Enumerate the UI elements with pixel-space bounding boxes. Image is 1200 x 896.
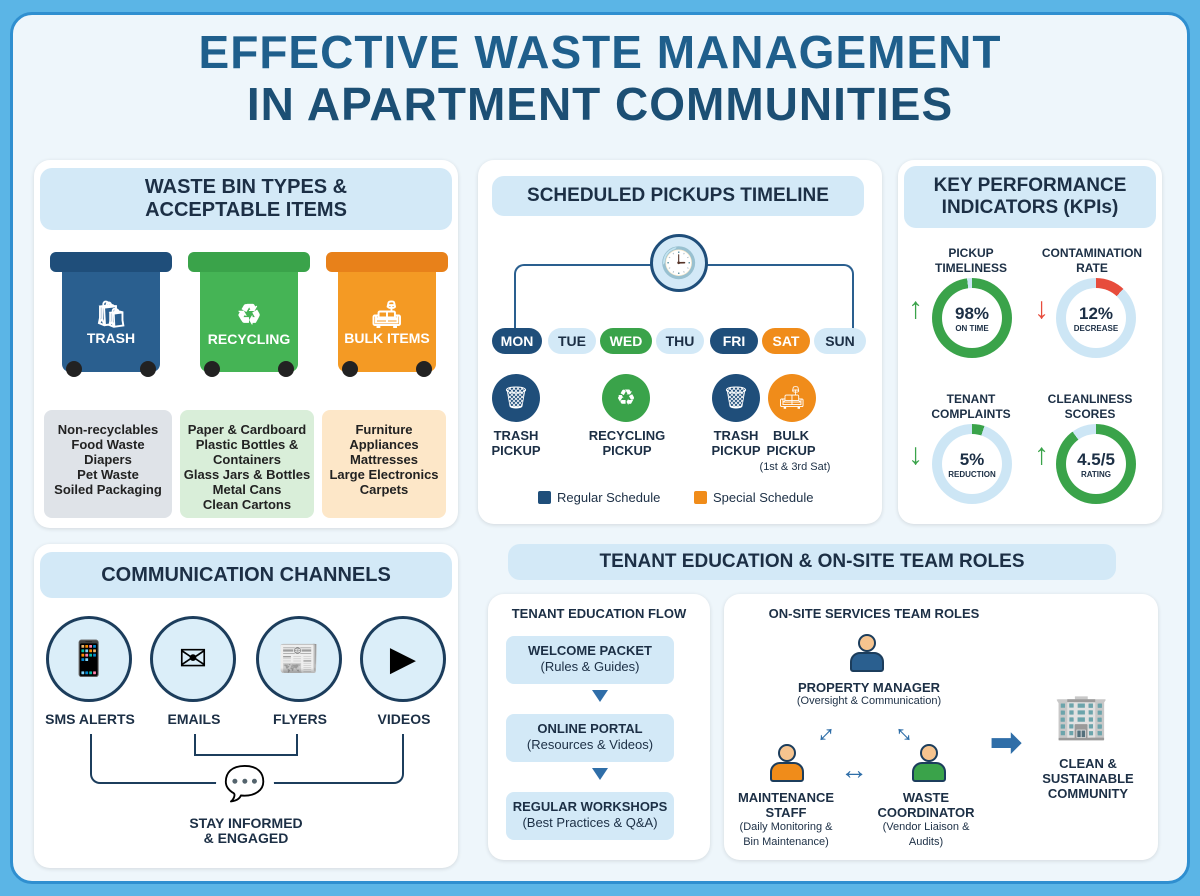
flyer-newspaper-icon: 📰	[256, 616, 342, 702]
manager-avatar-icon	[850, 634, 884, 674]
pickup-label: TRASH PICKUP	[491, 428, 541, 458]
day-mon: MON	[492, 328, 542, 354]
flow-step: ONLINE PORTAL(Resources & Videos)	[506, 714, 674, 762]
day-wed: WED	[600, 328, 652, 354]
education-flow-box: TENANT EDUCATION FLOW WELCOME PACKET(Rul…	[488, 594, 710, 860]
sms-phone-icon: 📱	[46, 616, 132, 702]
kpi-ring: 5%REDUCTION	[932, 424, 1012, 504]
chat-bubbles-icon: 💬	[216, 760, 274, 808]
page-title: EFFECTIVE WASTE MANAGEMENT IN APARTMENT …	[198, 26, 1002, 130]
section-title: SCHEDULED PICKUPS TIMELINE	[492, 176, 864, 216]
section-title: COMMUNICATION CHANNELS	[40, 552, 452, 598]
pickup-label: TRASH PICKUP	[711, 428, 761, 458]
legend-regular: Regular Schedule	[538, 490, 660, 505]
section-title: WASTE BIN TYPES & ACCEPTABLE ITEMS	[40, 168, 452, 230]
recycle-icon: ♻	[236, 298, 262, 330]
comms-result: STAY INFORMED & ENGAGED	[189, 815, 303, 846]
bidirectional-arrow-icon: ↔	[802, 711, 843, 751]
education-roles-panel: TENANT EDUCATION & ON-SITE TEAM ROLES TE…	[478, 544, 1184, 868]
communication-panel: COMMUNICATION CHANNELS 📱 ✉ 📰 ▶ SMS ALERT…	[34, 544, 458, 868]
maintenance-avatar-icon	[770, 744, 804, 784]
team-roles-box: ON-SITE SERVICES TEAM ROLES PROPERTY MAN…	[724, 594, 1158, 860]
arrow-right-icon: ➡	[990, 722, 1022, 764]
section-title: TENANT EDUCATION & ON-SITE TEAM ROLES	[508, 544, 1116, 580]
bulk-bin: 🛋BULK ITEMS	[326, 252, 448, 377]
kpi-ring: 98%ON TIME	[932, 278, 1012, 358]
pickup-sub: (1st & 3rd Sat)	[759, 461, 831, 473]
bidirectional-arrow-icon: ↔	[840, 754, 868, 785]
pickup-label: BULK PICKUP	[766, 428, 816, 458]
day-sun: SUN	[814, 328, 866, 354]
pickup-timeline-panel: SCHEDULED PICKUPS TIMELINE 🕒 MON TUE WED…	[478, 160, 882, 524]
section-title: KEY PERFORMANCE INDICATORS (KPIs)	[904, 166, 1156, 228]
arrow-up-icon: ↑	[1034, 438, 1049, 471]
video-player-icon: ▶	[360, 616, 446, 702]
flow-step: WELCOME PACKET(Rules & Guides)	[506, 636, 674, 684]
day-fri: FRI	[710, 328, 758, 354]
arrow-down-icon: ↓	[908, 438, 923, 471]
flow-step: REGULAR WORKSHOPS(Best Practices & Q&A)	[506, 792, 674, 840]
email-envelope-icon: ✉	[150, 616, 236, 702]
recycling-bin: ♻RECYCLING	[188, 252, 310, 377]
day-sat: SAT	[762, 328, 810, 354]
coordinator-avatar-icon	[912, 744, 946, 784]
outcome-label: CLEAN & SUSTAINABLE COMMUNITY	[1042, 756, 1134, 801]
sofa-icon: 🛋	[768, 374, 816, 422]
kpi-panel: KEY PERFORMANCE INDICATORS (KPIs) PICKUP…	[898, 160, 1162, 524]
legend-special: Special Schedule	[694, 490, 813, 505]
pickup-label: RECYCLING PICKUP	[588, 428, 666, 458]
kpi-ring: 12%DECREASE	[1056, 278, 1136, 358]
arrow-down-icon: ↓	[1034, 292, 1049, 325]
trash-can-icon: 🗑	[712, 374, 760, 422]
day-thu: THU	[656, 328, 704, 354]
clock-icon: 🕒	[650, 234, 708, 292]
arrow-up-icon: ↑	[908, 292, 923, 325]
trash-bin: 🛍TRASH	[50, 252, 172, 377]
recycle-icon: ♻	[602, 374, 650, 422]
day-tue: TUE	[548, 328, 596, 354]
green-building-icon: 🏢	[1054, 692, 1109, 741]
bin-types-panel: WASTE BIN TYPES & ACCEPTABLE ITEMS 🛍TRAS…	[34, 160, 458, 528]
trash-can-icon: 🗑	[492, 374, 540, 422]
trash-bag-icon: 🛍	[94, 298, 128, 329]
sofa-icon: 🛋	[370, 298, 404, 329]
